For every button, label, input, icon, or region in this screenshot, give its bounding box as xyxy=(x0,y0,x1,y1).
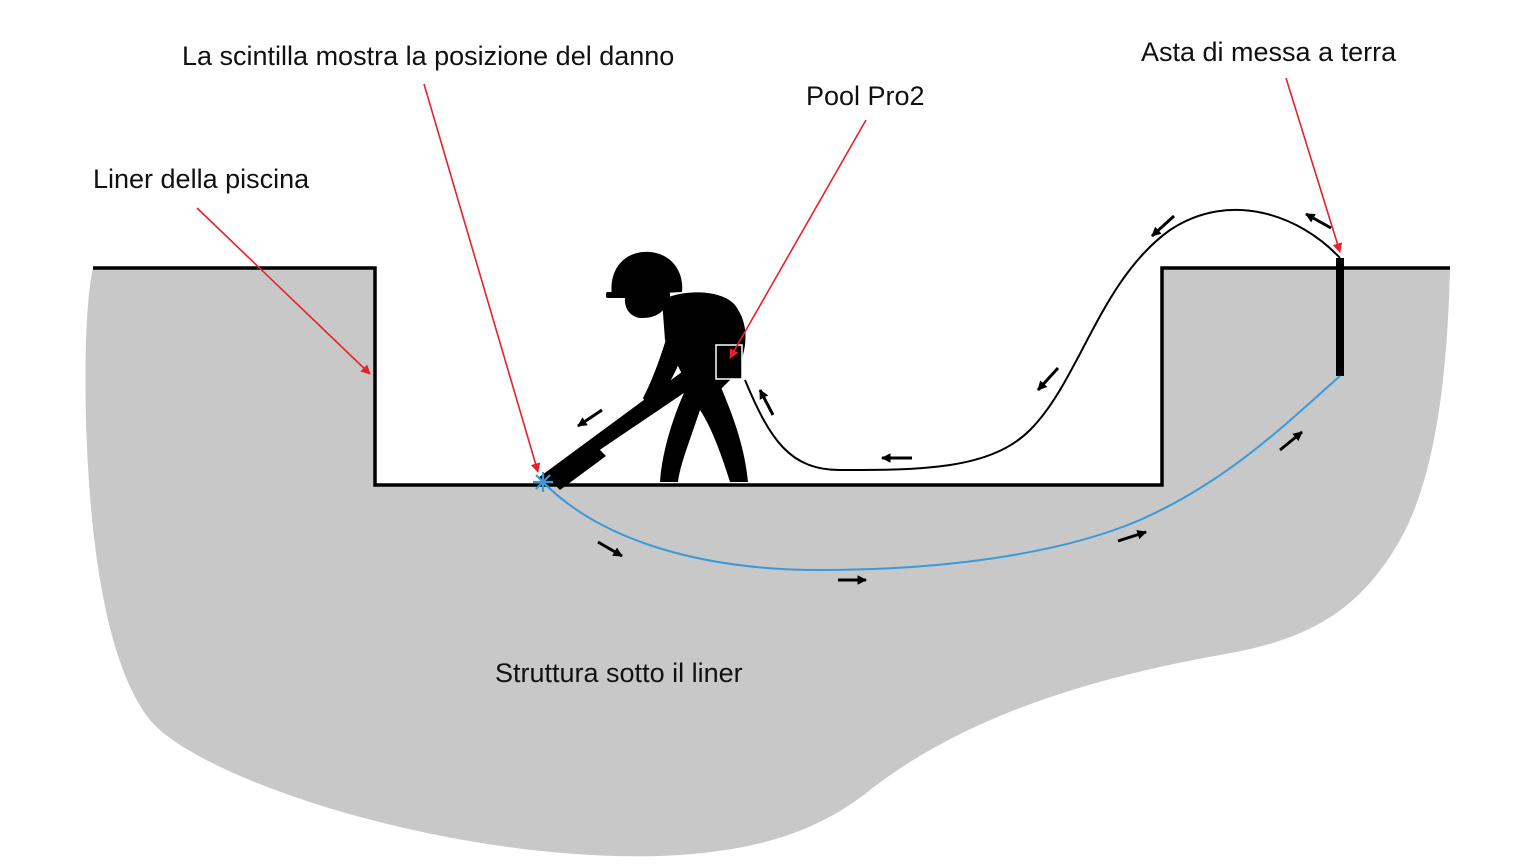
pool-liner-line xyxy=(93,266,1450,487)
direction-arrow xyxy=(1036,366,1060,392)
direction-arrow xyxy=(597,540,623,558)
worker-with-probe-icon xyxy=(538,251,748,490)
label-pool-liner: Liner della piscina xyxy=(93,164,310,194)
cable-to-ground-rod xyxy=(744,208,1341,472)
spark-icon xyxy=(533,472,553,492)
label-spark-damage: La scintilla mostra la posizione del dan… xyxy=(182,41,675,71)
direction-arrow xyxy=(1279,430,1303,452)
label-ground-rod: Asta di messa a terra xyxy=(1141,37,1397,67)
ground-rod-icon xyxy=(1336,258,1344,376)
current-direction-arrows xyxy=(577,212,1332,585)
direction-arrow xyxy=(758,389,775,416)
direction-arrow xyxy=(1305,212,1332,230)
label-device: Pool Pro2 xyxy=(806,81,925,111)
direction-arrow xyxy=(577,408,603,428)
pool-pro2-device xyxy=(715,344,743,380)
current-path-underground xyxy=(542,375,1341,572)
structure-fill xyxy=(85,268,1451,857)
leader-arrow-liner xyxy=(196,207,371,375)
leader-arrow-device xyxy=(729,119,867,359)
direction-arrow xyxy=(1150,214,1176,238)
label-structure: Struttura sotto il liner xyxy=(495,658,743,688)
leader-arrow-spark xyxy=(423,83,541,473)
direction-arrow xyxy=(1117,530,1147,543)
leader-arrow-ground-rod xyxy=(1285,77,1343,253)
